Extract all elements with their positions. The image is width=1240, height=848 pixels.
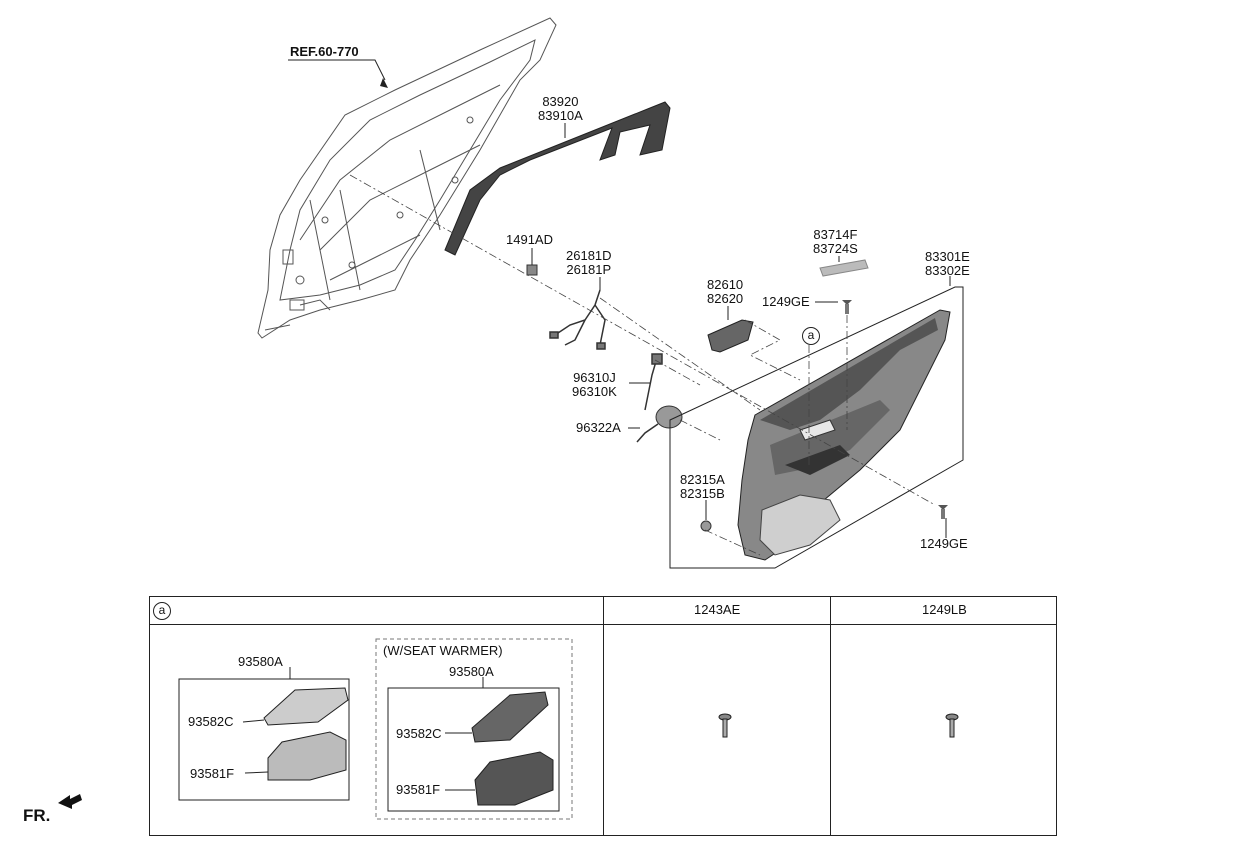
front-arrow	[58, 794, 82, 809]
fr-label: FR.	[23, 806, 51, 825]
warmer-switch-box	[375, 638, 573, 820]
label-sensor-2: 96310K	[572, 383, 617, 399]
label-garnish-2: 83724S	[813, 240, 858, 256]
door-trim-panel	[737, 309, 951, 561]
leader-lines	[288, 59, 951, 538]
label-weatherstrip-1: 83920	[542, 94, 579, 109]
trim-panel-box	[669, 286, 964, 569]
screw-1243ae	[718, 713, 732, 738]
fastener-82315	[700, 520, 712, 532]
garnish-pad	[819, 259, 869, 277]
label-screw-top: 1249GE	[762, 294, 810, 309]
wiring-harness	[549, 289, 606, 350]
marker-a-diagram: a	[802, 327, 820, 345]
label-sensor-1: 96310J	[573, 370, 616, 385]
table-border-right	[1056, 596, 1057, 836]
label-garnish-1: 83714F	[813, 227, 858, 242]
label-weatherstrip: 83920 83910A	[538, 95, 583, 122]
sensor-96310	[644, 353, 663, 411]
inside-handle	[707, 319, 754, 353]
label-handle: 82610 82620	[707, 278, 743, 305]
label-fastener-2: 82315B	[680, 485, 725, 501]
clip-1491ad	[526, 264, 538, 276]
table-header-1249lb: 1249LB	[922, 602, 967, 617]
label-speaker: 96322A	[576, 420, 621, 435]
screw-top	[842, 300, 852, 314]
label-trim-2: 83302E	[925, 262, 970, 278]
label-trim: 83301E 83302E	[925, 250, 970, 277]
std-switch-box	[178, 667, 350, 801]
marker-a-table: a	[153, 602, 171, 620]
label-fastener: 82315A 82315B	[680, 473, 725, 500]
warmer-switch-label: 93581F	[396, 782, 441, 797]
door-inner-panel	[257, 17, 557, 339]
label-handle-1: 82610	[707, 277, 744, 292]
std-assy-label: 93580A	[238, 654, 283, 669]
table-border-left	[149, 596, 150, 836]
std-switch-label: 93581F	[190, 766, 235, 781]
table-divider-2	[830, 596, 831, 836]
assembly-lines	[349, 174, 936, 556]
screw-bottom	[938, 505, 948, 519]
std-bezel-label: 93582C	[188, 714, 234, 729]
label-weatherstrip-2: 83910A	[538, 107, 583, 123]
label-clip: 1491AD	[506, 232, 553, 247]
label-trim-1: 83301E	[925, 249, 970, 264]
label-ref: REF.60-770	[290, 44, 359, 59]
table-header-1243ae: 1243AE	[694, 602, 741, 617]
label-wiring-2: 26181P	[566, 261, 612, 277]
screw-1249lb	[945, 713, 959, 738]
warmer-bezel-label: 93582C	[396, 726, 442, 741]
speaker-96322a	[636, 405, 683, 443]
belt-weatherstrip	[444, 101, 671, 256]
label-wiring: 26181D 26181P	[566, 249, 612, 276]
label-garnish: 83714F 83724S	[813, 228, 858, 255]
label-screw-bottom: 1249GE	[920, 536, 968, 551]
warmer-title: (W/SEAT WARMER)	[383, 643, 503, 658]
label-sensor: 96310J 96310K	[572, 371, 617, 398]
warmer-assy-label: 93580A	[449, 664, 494, 679]
table-divider-1	[603, 596, 604, 836]
label-handle-2: 82620	[707, 290, 744, 306]
label-fastener-1: 82315A	[680, 472, 725, 487]
label-wiring-1: 26181D	[566, 248, 612, 263]
